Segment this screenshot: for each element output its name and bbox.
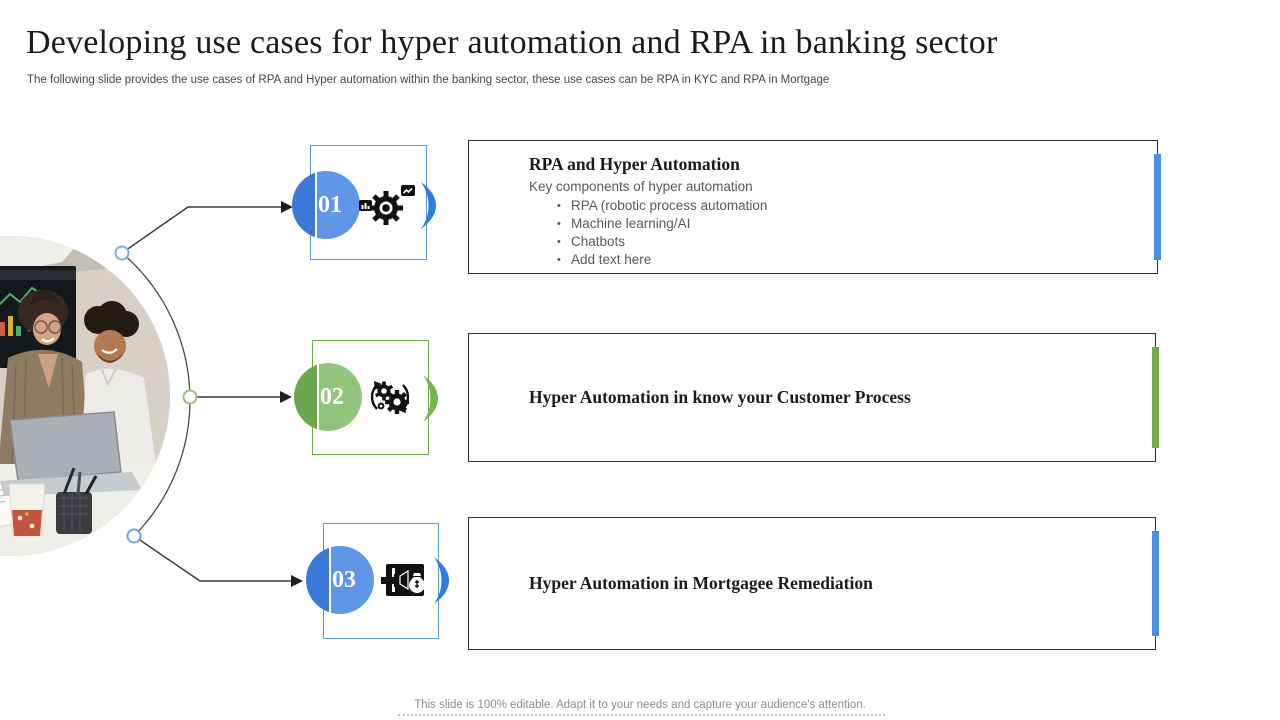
bullet-item: RPA (robotic process automation (557, 197, 1137, 215)
box-2-title: Hyper Automation in know your Customer P… (529, 387, 911, 407)
step-2-number-badge: 02 (294, 363, 362, 431)
content-box-1: RPA and Hyper Automation Key components … (468, 140, 1161, 274)
chevron-right-icon (423, 375, 438, 422)
chevron-right-icon (434, 557, 449, 604)
accent-bar (1152, 531, 1159, 636)
page-subtitle: The following slide provides the use cas… (27, 74, 830, 86)
box-1-subtitle: Key components of hyper automation (529, 179, 753, 194)
gear-automation-icon (359, 185, 415, 225)
mortgage-money-icon (381, 564, 425, 596)
accent-bar (1152, 347, 1159, 448)
arrow-line-3 (133, 535, 292, 582)
bullet-item: Add text here (557, 251, 1137, 269)
box-1-title: RPA and Hyper Automation (529, 154, 740, 174)
node-circle-2 (182, 389, 198, 405)
box-1-bullet-list: RPA (robotic process automation Machine … (529, 197, 1137, 269)
node-circle-3 (126, 528, 142, 544)
footer-dotted-line (398, 714, 885, 716)
content-box-2: Hyper Automation in know your Customer P… (468, 333, 1159, 462)
footer-note: This slide is 100% editable. Adapt it to… (414, 699, 866, 711)
content-box-3: Hyper Automation in Mortgagee Remediatio… (468, 517, 1159, 650)
office-photo (0, 236, 170, 556)
arrowhead-icon (280, 391, 292, 403)
arrowhead-icon (291, 575, 303, 587)
step-2-number: 02 (320, 383, 344, 410)
step-3-number: 03 (332, 566, 356, 593)
step-1-number: 01 (318, 191, 342, 218)
step-1-number-badge: 01 (292, 171, 360, 239)
bullet-item: Chatbots (557, 233, 1137, 251)
chevron-right-icon (421, 182, 436, 229)
bullet-item: Machine learning/AI (557, 215, 1137, 233)
arrow-line-1 (121, 206, 282, 254)
office-photo-scene (0, 236, 170, 556)
accent-bar (1154, 154, 1161, 260)
node-circle-1 (114, 245, 130, 261)
gears-cycle-icon (370, 381, 410, 414)
step-3-number-badge: 03 (306, 546, 374, 614)
page-title: Developing use cases for hyper automatio… (26, 24, 998, 61)
box-3-title: Hyper Automation in Mortgagee Remediatio… (529, 573, 873, 593)
